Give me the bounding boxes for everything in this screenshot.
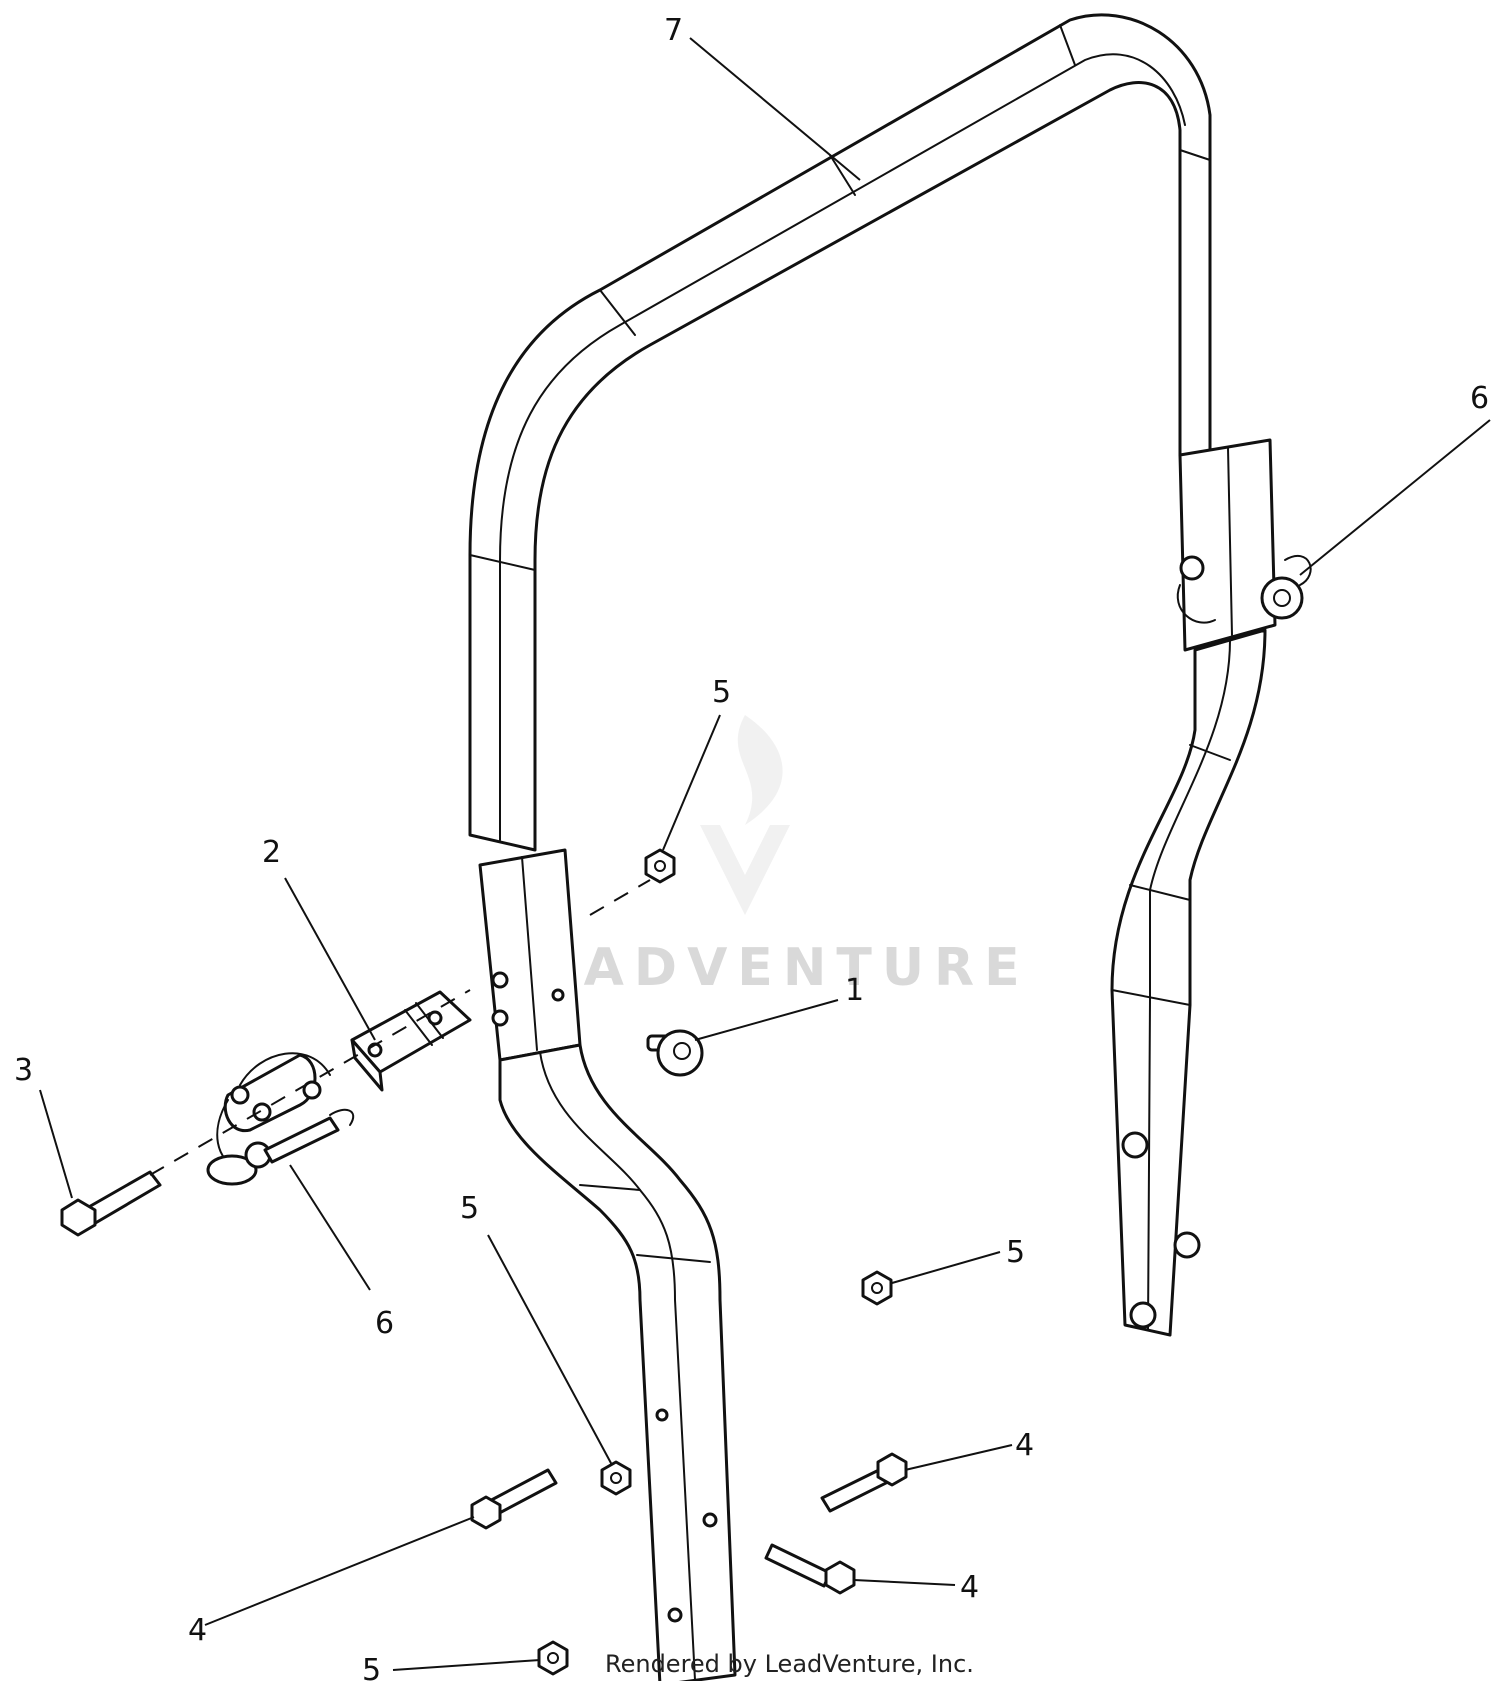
watermark-text: LEADVENTURE [495,938,1030,998]
callout-3: 3 [14,1053,33,1088]
callout-6-left: 6 [375,1306,394,1341]
hex-bolt-middle-right [820,1452,908,1513]
assembly-axis-line [149,879,651,1176]
render-credit: Rendered by LeadVenture, Inc. [605,1650,974,1678]
hex-bolt [60,1170,162,1237]
callout-4-middle-right: 4 [1015,1428,1034,1463]
spacer-block [350,990,472,1092]
lynch-pin-assembly [206,1052,355,1186]
callout-7: 7 [664,13,683,48]
callout-5-right: 5 [1006,1235,1025,1270]
callout-5-lower-left: 5 [460,1191,479,1226]
hex-nut-right [861,1270,893,1306]
callout-6-right: 6 [1470,381,1489,416]
hex-nut-lower-left [600,1460,632,1496]
callout-2: 2 [262,835,281,870]
callout-5-bottom: 5 [362,1653,381,1681]
leader-lines [39,37,1491,1671]
hex-bolt-lower-right [764,1543,856,1595]
adjustment-knob [646,1029,704,1077]
hex-bolt-lower-left [470,1468,558,1530]
callout-1: 1 [845,973,864,1008]
hex-nut-bottom [537,1640,569,1676]
callout-4-lower-right: 4 [960,1570,979,1605]
watermark-logo [700,715,790,915]
hex-nut-upper [644,848,676,884]
roll-bar-hoop [468,13,1312,1681]
callout-4-lower-left: 4 [188,1613,207,1648]
callout-5-upper: 5 [712,675,731,710]
